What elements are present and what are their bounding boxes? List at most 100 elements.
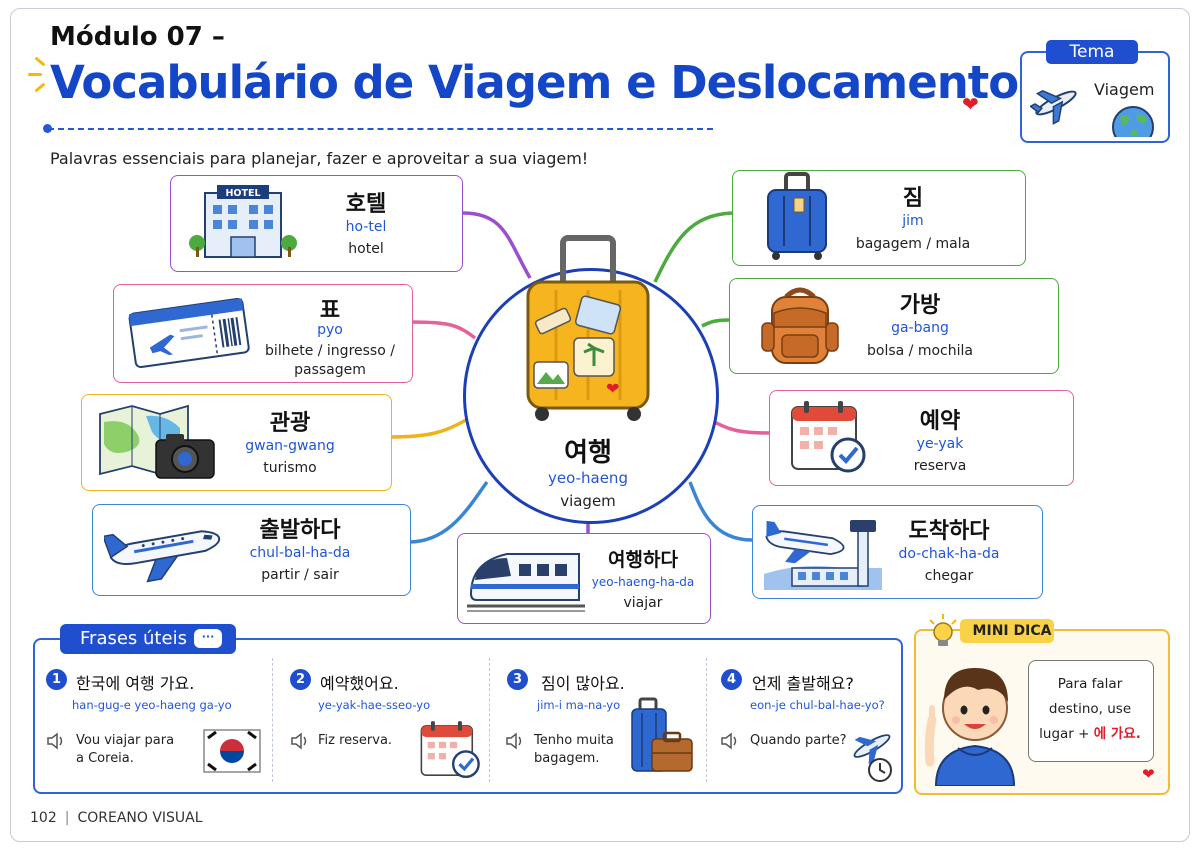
vocab-korean-dochak: 도착하다 (908, 519, 990, 544)
phrase-translation: Fiz reserva. (318, 733, 393, 748)
vocab-translation-hotel: hotel (348, 241, 384, 257)
vocab-romanization-pyo: pyo (317, 322, 343, 338)
speech-bubble-icon: ··· (194, 629, 222, 648)
tip-line: lugar + 에 가요. (1030, 722, 1150, 747)
globe-icon (1112, 106, 1154, 137)
luggage-icon (631, 697, 693, 772)
center-word-translation: viagem (560, 492, 616, 510)
airplane-icon (1030, 89, 1077, 125)
connector-dochak (688, 481, 753, 542)
vocab-korean-chulbal: 출발하다 (259, 518, 341, 543)
map-camera-icon (99, 404, 215, 479)
calendar-check-icon (420, 721, 480, 779)
phrase-romanization: jim-i ma-na-yo (537, 698, 621, 712)
phrases-box (33, 638, 903, 794)
phrase-romanization: ye-yak-hae-sseo-yo (318, 698, 431, 712)
vocab-romanization-jim: jim (902, 213, 924, 229)
vocab-translation-jim: bagagem / mala (855, 236, 971, 252)
title-underline (43, 124, 713, 133)
sparkle-icon (26, 56, 50, 93)
center-word-romanization: yeo-haeng (548, 469, 628, 487)
connector-jim (653, 211, 733, 283)
speaker-icon (291, 732, 307, 750)
speaker-icon (506, 732, 522, 750)
ticket-icon (128, 297, 250, 369)
vocab-translation-dochak: chegar (924, 568, 974, 584)
page-number: 102 (30, 810, 57, 826)
speaker-icon (721, 732, 737, 750)
connector-gabang (701, 318, 730, 328)
connector-gwangwang (389, 418, 467, 439)
tip-line-prefix: lugar + (1039, 726, 1094, 742)
phrase-korean: 예약했어요. (320, 674, 399, 693)
vocab-korean-gwangwang: 관광 (269, 411, 311, 436)
backpack-icon (761, 287, 839, 364)
phrase-translation: Vou viajar para (76, 733, 175, 748)
train-icon (467, 553, 585, 612)
speaker-icon (47, 732, 63, 750)
phrase-translation: Quando parte? (750, 733, 847, 748)
connector-hotel (462, 211, 532, 279)
vocab-romanization-dochak: do-chak-ha-da (898, 546, 1000, 562)
vocab-korean-jim: 짐 (902, 186, 924, 211)
vocab-romanization-yeyak: ye-yak (916, 436, 964, 452)
tip-highlight: 에 가요. (1093, 726, 1141, 742)
vocab-romanization-hotel: ho-tel (345, 219, 387, 235)
phrase-korean: 언제 출발해요? (752, 674, 854, 693)
tip-line: Para falar (1057, 676, 1123, 692)
airport-icon (764, 520, 882, 590)
phrase-translation: a Coreia. (76, 751, 134, 766)
vocab-translation-yeohaenghada: viajar (623, 595, 663, 611)
airplane-clock-icon (853, 734, 892, 782)
tip-speech-bubble (1028, 660, 1154, 762)
phrase-number: 3 (507, 669, 528, 690)
tip-line: destino, use (1048, 701, 1132, 717)
hotel-icon: HOTEL (189, 185, 297, 258)
luggage-icon (767, 172, 827, 260)
page-frame (10, 8, 1190, 842)
phrase-number: 2 (290, 669, 311, 690)
book-title: COREANO VISUAL (77, 810, 203, 826)
korea-flag-icon (203, 729, 261, 773)
tip-label: MINI DICA (960, 619, 1054, 643)
airplane-icon (104, 530, 221, 583)
vocab-korean-yeyak: 예약 (919, 409, 961, 434)
footer-divider: | (64, 810, 70, 826)
vocab-translation-gabang: bolsa / mochila (867, 343, 973, 359)
phrases-label: Frases úteis (80, 628, 187, 649)
vocab-romanization-yeohaenghada: yeo-haeng-ha-da (591, 575, 695, 589)
heart-icon: ❤ (1142, 765, 1155, 783)
theme-value: Viagem (1094, 80, 1155, 99)
lightbulb-icon (929, 614, 957, 646)
vocab-translation-gwangwang: turismo (263, 460, 317, 476)
connector-pyo (410, 320, 477, 340)
vocab-korean-pyo: 표 (319, 298, 341, 323)
page-footer: 102 | COREANO VISUAL (30, 810, 203, 826)
vocab-translation-pyo-2: passagem (294, 362, 366, 378)
phrase-divider (706, 658, 707, 782)
theme-label: Tema (1046, 40, 1138, 64)
phrase-number: 1 (46, 669, 67, 690)
calendar-check-icon (791, 401, 866, 473)
center-word-korean: 여행 (564, 438, 612, 468)
phrase-romanization: han-gug-e yeo-haeng ga-yo (72, 698, 232, 712)
boy-avatar-icon (924, 668, 1016, 786)
vocab-translation-yeyak: reserva (913, 458, 967, 474)
page-title: Vocabulário de Viagem e Deslocamento (50, 56, 1019, 109)
phrase-translation: bagagem. (534, 751, 600, 766)
phrase-number: 4 (721, 669, 742, 690)
phrase-divider (272, 658, 273, 782)
svg-text:❤: ❤ (606, 379, 619, 398)
vocab-romanization-chulbal: chul-bal-ha-da (249, 545, 351, 561)
vocab-korean-gabang: 가방 (899, 293, 941, 318)
connector-yeyak (710, 418, 770, 435)
phrase-divider (489, 658, 490, 782)
vocab-romanization-gwangwang: gwan-gwang (245, 438, 335, 454)
phrases-tab: Frases úteis ··· (60, 624, 236, 654)
tip-text: Para falar destino, use lugar + 에 가요. (1030, 672, 1150, 747)
phrase-romanization: eon-je chul-bal-hae-yo? (750, 698, 885, 712)
vocab-romanization-gabang: ga-bang (891, 320, 949, 336)
vocab-translation-chulbal: partir / sair (261, 567, 339, 583)
vocab-translation-pyo-1: bilhete / ingresso / (265, 343, 395, 359)
